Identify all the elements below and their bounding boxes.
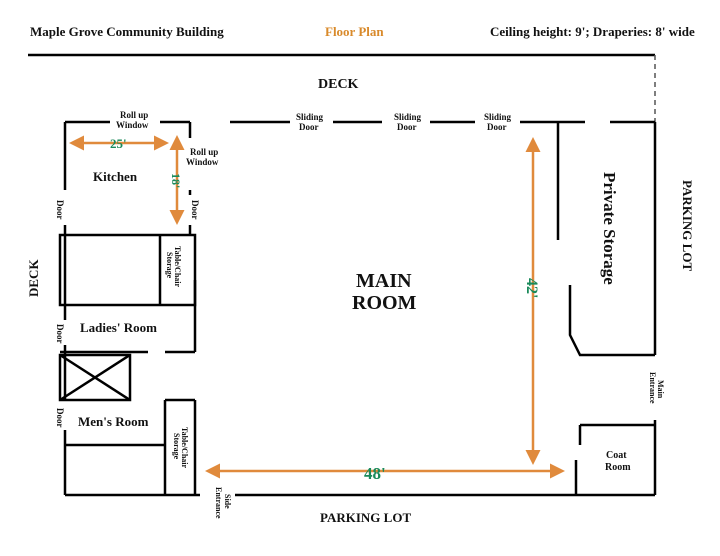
- main-room-line2: ROOM: [352, 292, 417, 314]
- main-entrance-line2: Entrance: [648, 372, 657, 404]
- side-entrance-line1: Side: [223, 494, 232, 509]
- kitchen-width-label: 25': [110, 136, 127, 151]
- main-entrance-line1: Main: [656, 380, 665, 399]
- sliding-door-2-line2: Door: [397, 122, 417, 132]
- door-kitchen-left: Door: [55, 200, 65, 220]
- sliding-door-3-line1: Sliding: [484, 112, 512, 122]
- roll-up-window-2-line2: Window: [186, 157, 219, 167]
- door-kitchen-right: Door: [190, 200, 200, 220]
- kitchen-label: Kitchen: [93, 169, 138, 184]
- main-width-label: 48': [364, 464, 386, 483]
- sliding-door-1-line1: Sliding: [296, 112, 324, 122]
- roll-up-window-2-line1: Roll up: [190, 147, 218, 157]
- side-entrance-line2: Entrance: [214, 487, 223, 519]
- sliding-door-1-line2: Door: [299, 122, 319, 132]
- parking-bottom-label: PARKING LOT: [320, 510, 411, 525]
- mens-room-label: Men's Room: [78, 414, 149, 429]
- table-chair-storage-1-line2: Storage: [165, 252, 174, 279]
- deck-left-label: DECK: [26, 259, 41, 297]
- sliding-door-3-line2: Door: [487, 122, 507, 132]
- deck-top-label: DECK: [318, 77, 359, 92]
- private-storage-label: Private Storage: [600, 172, 619, 285]
- main-depth-label: 42': [523, 278, 540, 298]
- coat-room-line1: Coat: [606, 450, 627, 461]
- roll-up-window-1-line1: Roll up: [120, 110, 148, 120]
- door-mens: Door: [55, 408, 65, 428]
- table-chair-storage-1-line1: Table/Chair: [173, 246, 182, 287]
- roll-up-window-1-line2: Window: [116, 120, 149, 130]
- parking-right-label: PARKING LOT: [680, 180, 695, 271]
- plan-title: Floor Plan: [325, 24, 384, 39]
- table-chair-storage-2-line2: Storage: [172, 433, 181, 460]
- building-name: Maple Grove Community Building: [30, 24, 224, 39]
- building-walls: [58, 120, 657, 497]
- plan-specs: Ceiling height: 9'; Draperies: 8' wide: [490, 24, 695, 39]
- table-chair-storage-2-line1: Table/Chair: [180, 427, 189, 468]
- coat-room-line2: Room: [605, 462, 631, 473]
- kitchen-depth-label: 18': [169, 173, 183, 188]
- main-room-line1: MAIN: [356, 270, 412, 292]
- ladies-room-label: Ladies' Room: [80, 320, 157, 335]
- sliding-door-2-line1: Sliding: [394, 112, 422, 122]
- door-ladies: Door: [55, 324, 65, 344]
